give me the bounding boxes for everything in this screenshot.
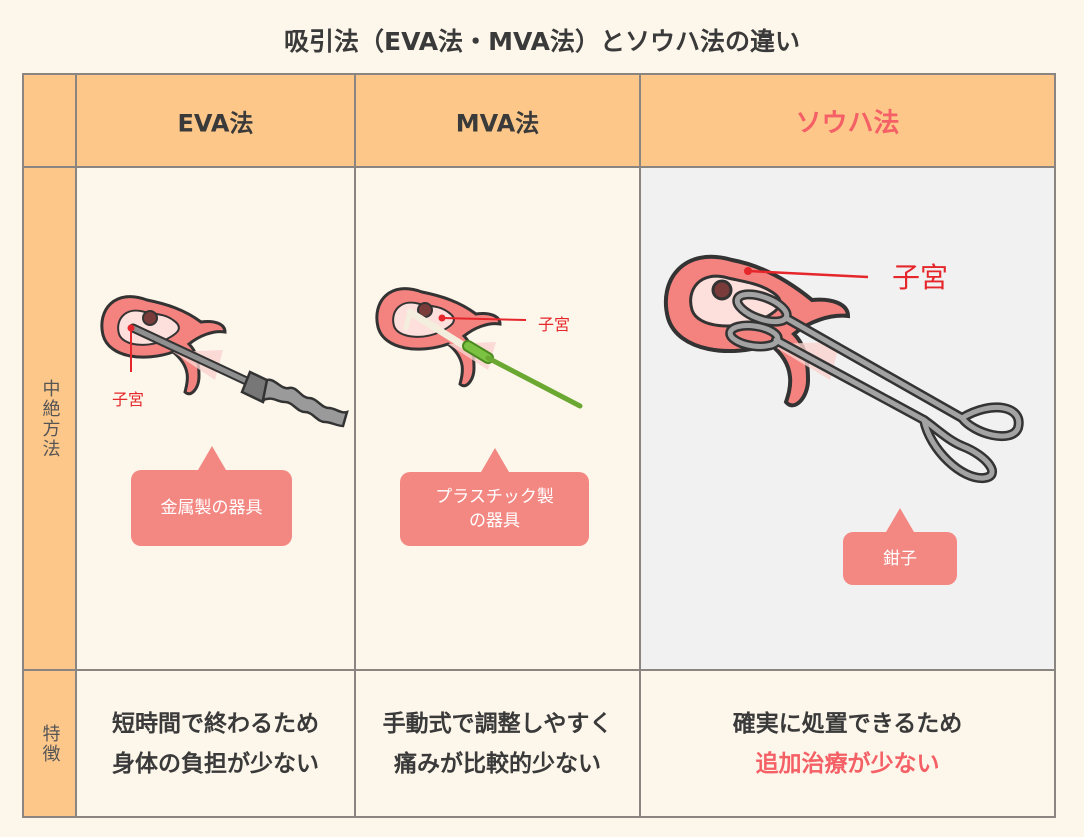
row-label-features: 特徴 [22, 669, 77, 818]
mva-callout-line1: プラスチック製 [435, 487, 554, 507]
souha-callout: 鉗子 [843, 508, 957, 585]
mva-illustration [375, 287, 583, 409]
row-label-method: 中絶方法 [22, 166, 77, 671]
header-souha: ソウハ法 [639, 73, 1056, 168]
method-cell-eva [75, 166, 356, 671]
souha-illustration [663, 254, 1024, 483]
feature-mva-line2: 痛みが比較的少ない [394, 750, 601, 777]
feature-mva: 手動式で調整しやすく 痛みが比較的少ない [356, 704, 639, 784]
souha-uterus-label: 子宮 [892, 261, 949, 294]
comparison-table: EVA法 MVA法 ソウハ法 中絶方法 特徴 短時間で終わるため 身体の負担が少… [22, 73, 1056, 818]
header-souha-label: ソウハ法 [795, 108, 900, 138]
mva-plastic-instrument-icon [403, 308, 583, 409]
header-eva: EVA法 [75, 73, 356, 168]
mva-callout-line2: の器具 [468, 511, 520, 531]
header-mva-label: MVA法 [455, 109, 540, 137]
feature-souha-line1: 確実に処置できるため [732, 710, 963, 737]
row-label-method-text: 中絶方法 [39, 378, 61, 459]
mva-callout: プラスチック製 の器具 [400, 448, 589, 546]
feature-cell-souha: 確実に処置できるため 追加治療が少ない [639, 669, 1056, 818]
feature-cell-eva: 短時間で終わるため 身体の負担が少ない [75, 669, 356, 818]
header-eva-label: EVA法 [177, 109, 254, 137]
eva-uterus-label: 子宮 [112, 390, 145, 409]
feature-eva: 短時間で終わるため 身体の負担が少ない [77, 704, 354, 784]
mva-callout-text: プラスチック製 の器具 [435, 485, 554, 533]
souha-uterus-pointer [744, 267, 869, 279]
header-mva: MVA法 [354, 73, 641, 168]
eva-metal-instrument-icon [128, 323, 349, 428]
eva-illustration [100, 295, 349, 428]
method-cell-mva [354, 166, 641, 671]
mva-uterus-label: 子宮 [538, 315, 571, 334]
feature-mva-line1: 手動式で調整しやすく [382, 710, 613, 737]
feature-eva-line1: 短時間で終わるため [112, 710, 319, 737]
eva-callout: 金属製の器具 [131, 446, 292, 546]
mva-uterus-icon [375, 287, 502, 388]
souha-forceps-icon [725, 289, 1024, 483]
corner-cell [22, 73, 77, 168]
eva-uterus-pointer [127, 324, 135, 372]
feature-cell-mva: 手動式で調整しやすく 痛みが比較的少ない [354, 669, 641, 818]
row-label-features-text: 特徴 [39, 723, 61, 764]
feature-souha: 確実に処置できるため 追加治療が少ない [641, 704, 1054, 784]
eva-callout-text: 金属製の器具 [160, 498, 263, 518]
mva-uterus-pointer [438, 314, 527, 322]
page-title: 吸引法（EVA法・MVA法）とソウハ法の違い [284, 27, 800, 56]
souha-callout-text: 鉗子 [883, 548, 917, 569]
feature-souha-line2: 追加治療が少ない [755, 750, 940, 777]
feature-eva-line2: 身体の負担が少ない [112, 750, 319, 777]
